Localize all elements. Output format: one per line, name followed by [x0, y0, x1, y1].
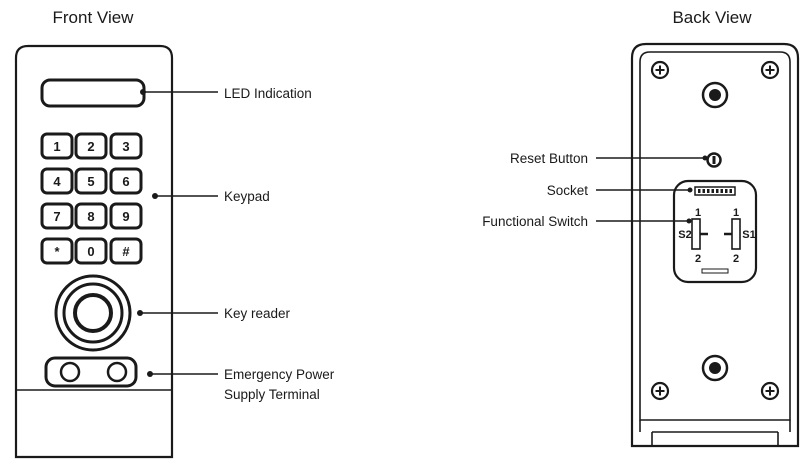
key-label: 1 — [53, 139, 60, 154]
callout-reset-label: Reset Button — [510, 151, 588, 166]
emergency-terminal — [44, 356, 138, 388]
callout-keypad: Keypad — [152, 189, 270, 204]
led-window — [40, 78, 146, 108]
keypad: 1 2 3 4 5 6 7 8 9 * 0 # — [40, 132, 143, 265]
callout-emergency: Emergency Power Supply Terminal — [147, 367, 335, 402]
key-label: 2 — [87, 139, 94, 154]
socket — [694, 186, 736, 196]
keypad-key: 9 — [109, 202, 143, 230]
key-label: 7 — [53, 209, 60, 224]
screw-icon — [650, 381, 670, 401]
switch-s2-pos2: 2 — [695, 253, 701, 265]
keypad-key: 5 — [74, 167, 108, 195]
keypad-key: 6 — [109, 167, 143, 195]
key-label: 6 — [122, 174, 129, 189]
keypad-key: # — [109, 237, 143, 265]
key-outline — [109, 132, 143, 160]
key-label: * — [54, 244, 60, 259]
callout-switch: Functional Switch — [482, 214, 692, 229]
key-label: 3 — [122, 139, 129, 154]
keypad-key: 7 — [40, 202, 74, 230]
callout-led: LED Indication — [140, 86, 312, 101]
key-outline — [40, 132, 74, 160]
key-outline — [109, 167, 143, 195]
callout-socket: Socket — [547, 183, 693, 198]
key-outline — [40, 167, 74, 195]
callout-key-reader-label: Key reader — [224, 306, 291, 321]
keypad-key: 8 — [74, 202, 108, 230]
switch-s1-label: S1 — [742, 229, 755, 241]
callout-switch-label: Functional Switch — [482, 214, 588, 229]
socket-pin — [720, 189, 723, 193]
callout-reset: Reset Button — [510, 151, 708, 166]
socket-pin — [707, 189, 710, 193]
switch-s2: 1 S2 2 — [678, 207, 708, 265]
socket-pin — [698, 189, 701, 193]
mounting-hole-top — [701, 81, 729, 109]
back-device: 1 S2 2 1 S1 2 — [630, 42, 800, 448]
callout-key-reader: Key reader — [137, 306, 291, 321]
switch-s2-pos1: 1 — [695, 207, 701, 219]
key-outline — [74, 202, 108, 230]
callout-emergency-label-2: Supply Terminal — [224, 387, 320, 402]
key-outline — [74, 237, 108, 265]
key-label: 4 — [53, 174, 61, 189]
switch-s1-pos1: 1 — [733, 207, 739, 219]
keypad-key: * — [40, 237, 74, 265]
switch-s2-label: S2 — [678, 229, 691, 241]
key-outline — [40, 237, 74, 265]
keypad-key: 4 — [40, 167, 74, 195]
keypad-key: 0 — [74, 237, 108, 265]
socket-pin — [702, 189, 705, 193]
key-label: # — [122, 244, 130, 259]
keypad-key: 2 — [74, 132, 108, 160]
module-outline — [672, 179, 758, 284]
key-label: 5 — [87, 174, 94, 189]
socket-pin — [711, 189, 714, 193]
switch-s1-pos2: 2 — [733, 253, 739, 265]
switch-s1: 1 S1 2 — [724, 207, 756, 265]
screw-icon — [650, 60, 670, 80]
screw-icon — [760, 60, 780, 80]
key-label: 0 — [87, 244, 94, 259]
front-device: 1 2 3 4 5 6 7 8 9 * 0 # — [14, 44, 174, 459]
switch-module: 1 S2 2 1 S1 2 — [672, 179, 758, 284]
back-view-title: Back View — [672, 8, 752, 27]
corner-screws — [650, 60, 780, 401]
key-label: 9 — [122, 209, 129, 224]
key-outline — [74, 167, 108, 195]
key-outline — [109, 202, 143, 230]
module-strip — [701, 268, 729, 274]
key-outline — [40, 202, 74, 230]
socket-pin — [716, 189, 719, 193]
keypad-key: 1 — [40, 132, 74, 160]
front-view-title: Front View — [53, 8, 135, 27]
reset-button — [706, 152, 722, 168]
keypad-key: 3 — [109, 132, 143, 160]
callout-keypad-label: Keypad — [224, 189, 270, 204]
socket-pin — [725, 189, 728, 193]
socket-pin — [729, 189, 732, 193]
key-label: 8 — [87, 209, 94, 224]
key-reader — [54, 274, 132, 352]
screw-icon — [760, 381, 780, 401]
key-outline — [74, 132, 108, 160]
callout-emergency-label-1: Emergency Power — [224, 367, 335, 382]
callout-led-label: LED Indication — [224, 86, 312, 101]
callout-socket-label: Socket — [547, 183, 589, 198]
mounting-hole-bottom — [701, 354, 729, 382]
socket-pins — [698, 189, 732, 193]
key-outline — [109, 237, 143, 265]
